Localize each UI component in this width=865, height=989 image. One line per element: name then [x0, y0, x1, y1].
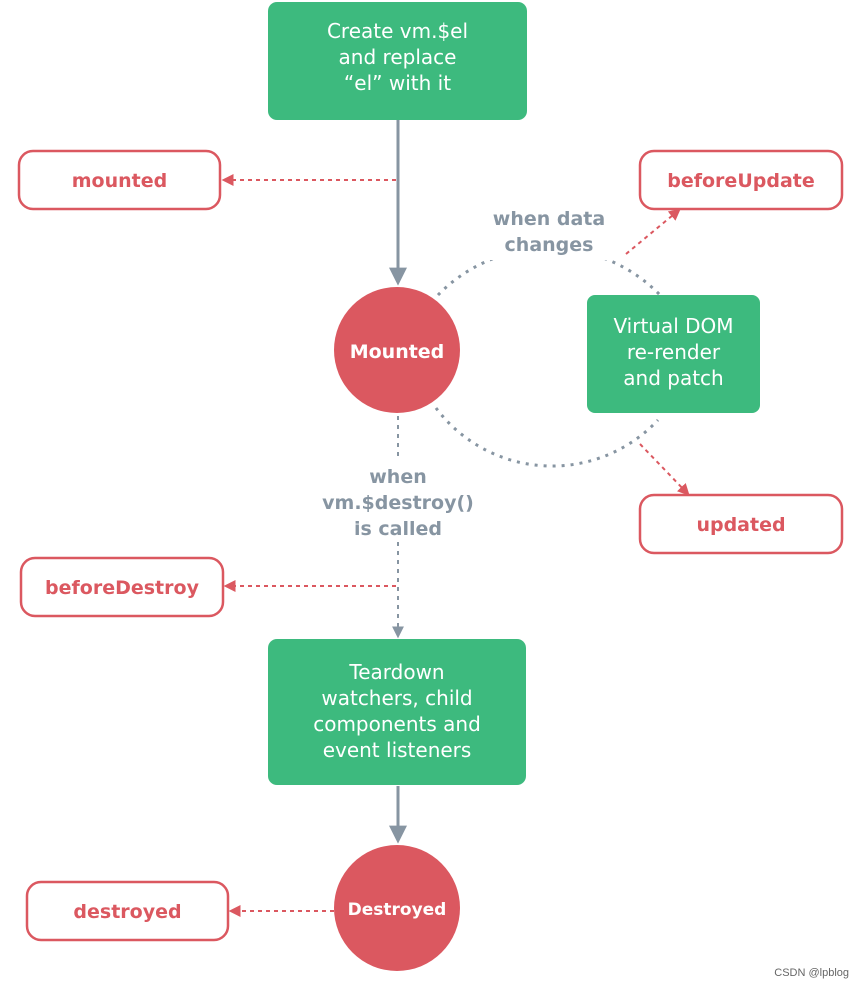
- arrow-to-before-update: [625, 208, 681, 255]
- annotation-destroy-called: when vm.$destroy() is called: [316, 460, 480, 542]
- annotation-destroy-line-1: when: [369, 466, 427, 488]
- annotation-data-changes-line-2: changes: [505, 234, 594, 256]
- destroyed-node: Destroyed: [334, 845, 460, 971]
- hook-before-update: beforeUpdate: [638, 149, 844, 211]
- teardown-line-3: components and: [313, 712, 481, 736]
- mounted-node: Mounted: [334, 287, 460, 413]
- virtual-dom-line-1: Virtual DOM: [613, 314, 733, 338]
- teardown-line-1: Teardown: [348, 660, 444, 684]
- teardown-line-4: event listeners: [323, 738, 472, 762]
- create-el-node: Create vm.$el and replace “el” with it: [268, 2, 527, 120]
- virtual-dom-line-3: and patch: [623, 366, 723, 390]
- annotation-destroy-line-3: is called: [354, 518, 442, 540]
- mounted-node-label: Mounted: [350, 341, 445, 363]
- hook-destroyed: destroyed: [25, 880, 230, 942]
- virtual-dom-line-2: re-render: [627, 340, 721, 364]
- arrow-to-updated: [639, 443, 690, 496]
- data-change-loop-lower: [434, 407, 660, 468]
- teardown-node: Teardown watchers, child components and …: [268, 639, 526, 785]
- create-el-line-2: and replace: [339, 45, 457, 69]
- create-el-line-1: Create vm.$el: [327, 19, 468, 43]
- annotation-data-changes: when data changes: [482, 204, 618, 260]
- create-el-line-3: “el” with it: [344, 71, 451, 95]
- hook-updated-label: updated: [696, 514, 785, 536]
- annotation-data-changes-line-1: when data: [493, 208, 605, 230]
- annotation-destroy-line-2: vm.$destroy(): [322, 492, 474, 514]
- hook-updated: updated: [638, 493, 844, 555]
- destroyed-node-label: Destroyed: [348, 900, 447, 920]
- hook-destroyed-label: destroyed: [73, 901, 181, 923]
- hook-before-update-label: beforeUpdate: [667, 170, 814, 192]
- hook-mounted-label: mounted: [72, 170, 167, 192]
- teardown-line-2: watchers, child: [321, 686, 472, 710]
- hook-before-destroy-label: beforeDestroy: [45, 577, 200, 599]
- virtual-dom-node: Virtual DOM re-render and patch: [587, 295, 760, 413]
- watermark: CSDN @lpblog: [774, 967, 849, 979]
- hook-mounted: mounted: [17, 149, 222, 211]
- hook-before-destroy: beforeDestroy: [19, 556, 225, 618]
